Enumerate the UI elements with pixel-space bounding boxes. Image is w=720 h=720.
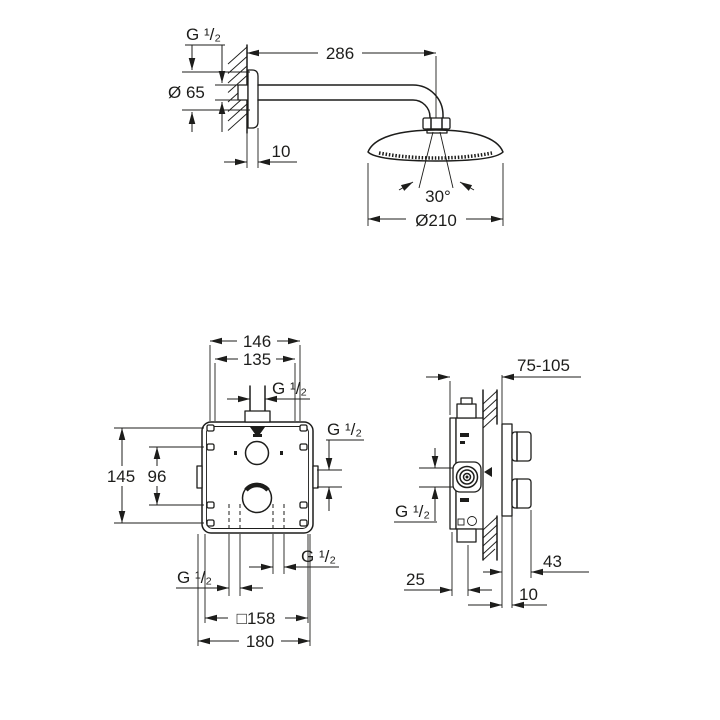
dim-label-side-thread: G ¹/₂ <box>327 420 362 439</box>
rough-in-box-outer <box>201 421 314 534</box>
dim-label-bottom-right-thread: G ¹/₂ <box>301 547 336 566</box>
view-valve-side: 75-105 G ¹/₂ 25 10 43 <box>394 356 589 609</box>
dim-label-head-dia: Ø210 <box>415 211 457 230</box>
dim-label-body-depth: 25 <box>406 570 425 589</box>
view-shower-arm: G ¹/₂ Ø 65 286 10 30° Ø210 <box>168 25 504 230</box>
flow-direction-marker <box>484 467 492 477</box>
dim-label-top-thread: G ¹/₂ <box>272 379 307 398</box>
cartridge-top-band <box>244 482 270 492</box>
top-valve-symbol <box>250 427 265 434</box>
shower-arm-outer <box>257 84 444 119</box>
dim-label-bottom-left-thread: G ¹/₂ <box>177 568 212 587</box>
wall-hatching <box>227 46 248 131</box>
dim-label-spray-angle: 30° <box>425 187 451 206</box>
wall-union-fitting <box>237 84 249 101</box>
dim-label-port-spacing-v: 96 <box>148 467 167 486</box>
dim-label-trim-square: □158 <box>237 609 276 628</box>
shower-head-nut <box>422 117 451 134</box>
left-port-stub <box>196 465 203 489</box>
dim-label-hole-spacing-h: 146 <box>243 332 271 351</box>
dim-label-escutcheon-dia: Ø 65 <box>168 83 205 102</box>
handle-bottom <box>511 478 532 509</box>
side-inlet-fitting <box>452 461 482 493</box>
right-port-stub <box>312 465 319 489</box>
view-valve-front: 146 135 G ¹/₂ G ¹/₂ 145 96 G ¹/₂ <box>99 332 364 651</box>
spray-face <box>378 151 493 160</box>
trim-plate <box>501 423 513 517</box>
top-outlet-pipe <box>244 385 271 423</box>
dim-label-trim-width: 180 <box>246 632 274 651</box>
dim-label-hole-spacing-v: 145 <box>107 467 135 486</box>
arm-escutcheon <box>247 69 259 129</box>
dim-label-escutcheon-depth: 10 <box>272 142 291 161</box>
dim-label-install-depth: 75-105 <box>517 356 570 375</box>
dim-label-handle-projection: 43 <box>543 552 562 571</box>
mounting-holes <box>206 424 308 527</box>
side-wall <box>482 389 498 561</box>
dim-label-arm-length: 286 <box>326 44 354 63</box>
handle-top <box>511 431 532 462</box>
rough-in-box-inner <box>206 426 309 529</box>
hidden-pipe-lines <box>228 504 285 532</box>
top-cartridge-circle <box>244 440 270 466</box>
shower-arm-inner <box>257 99 431 119</box>
shower-head <box>367 129 504 162</box>
dim-label-body-width: 135 <box>243 350 271 369</box>
dim-label-side-thread-section: G ¹/₂ <box>395 502 430 521</box>
dim-label-arm-thread: G ¹/₂ <box>186 25 221 44</box>
dim-label-trim-depth: 10 <box>519 585 538 604</box>
